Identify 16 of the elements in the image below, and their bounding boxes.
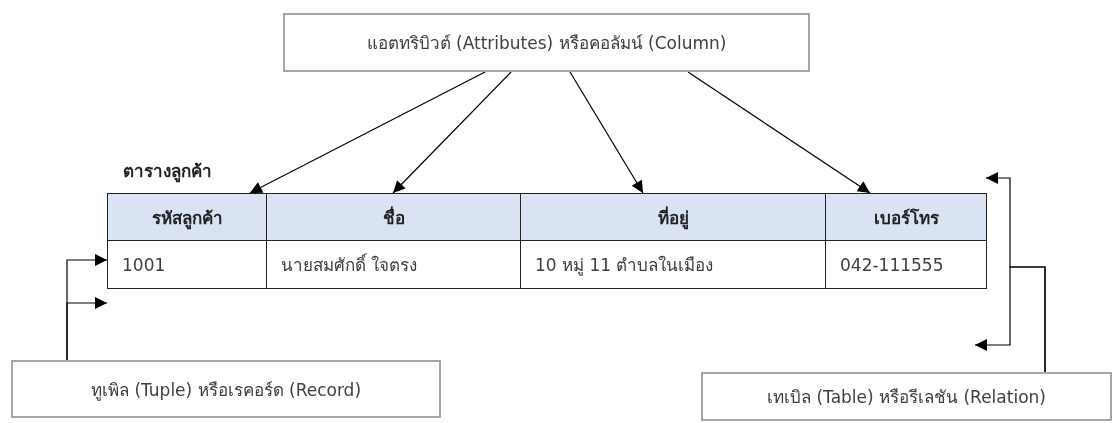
arrow <box>392 71 512 194</box>
table-title: ตารางลูกค้า <box>123 160 212 184</box>
arrow <box>66 297 108 361</box>
arrow <box>569 71 644 194</box>
table-cell: 042-111555 <box>825 240 987 289</box>
arrow <box>974 266 1046 373</box>
table-cell: 1001 <box>107 240 267 289</box>
label-box: แอตทริบิวต์ (Attributes) หรือคอลัมน์ (Column) <box>283 13 810 72</box>
header-cell: ชื่อ <box>266 193 521 241</box>
label-box: เทเบิล (Table) หรือรีเลชัน (Relation) <box>701 372 1112 421</box>
arrow <box>249 71 486 194</box>
header-cell: ที่อยู่ <box>520 193 826 241</box>
arrow <box>687 71 871 194</box>
label-box: ทูเพิล (Tuple) หรือเรคอร์ด (Record) <box>11 360 441 418</box>
header-cell: เบอร์โทร <box>825 193 987 241</box>
header-cell: รหัสลูกค้า <box>107 193 267 241</box>
